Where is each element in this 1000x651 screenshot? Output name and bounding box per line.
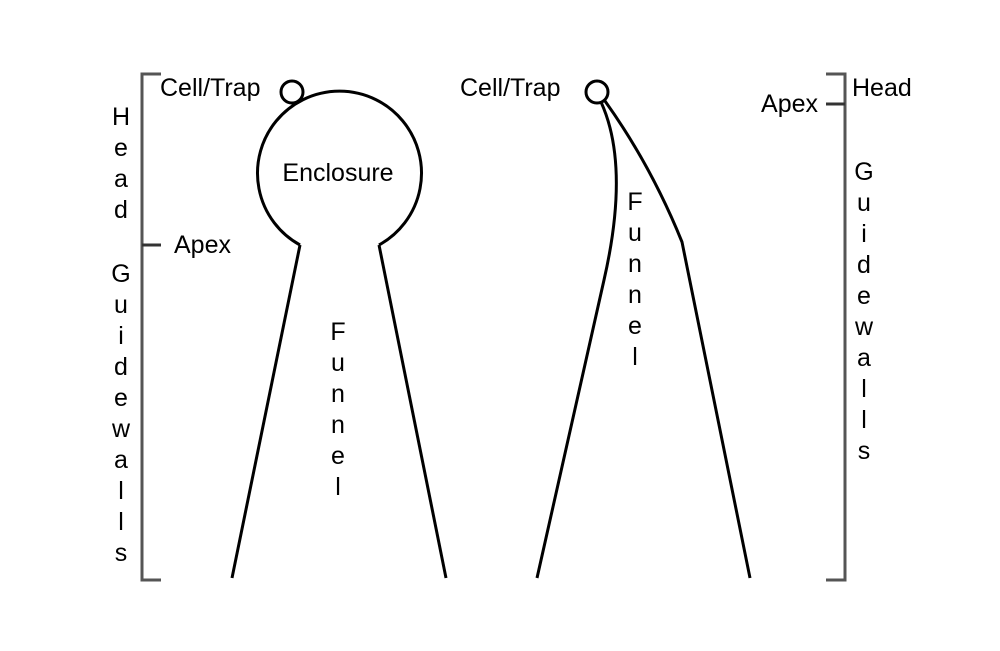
right-cell-trap-circle xyxy=(584,79,610,105)
vertical-letter: l xyxy=(861,406,867,434)
right-bracket xyxy=(826,72,847,582)
vertical-letter: n xyxy=(331,380,345,408)
left-enclosure-label: Enclosure xyxy=(282,159,393,187)
left-cell-trap-circle xyxy=(279,79,305,105)
right-apex-label: Apex xyxy=(761,90,818,118)
left-bracket xyxy=(140,72,161,582)
right-funnel-wall-left xyxy=(535,101,618,579)
vertical-letter: l xyxy=(861,375,867,403)
right-cell-trap-label: Cell/Trap xyxy=(460,74,561,102)
vertical-letter: l xyxy=(118,508,124,536)
right-funnel-wall-right xyxy=(603,100,752,579)
vertical-letter: w xyxy=(854,313,874,341)
vertical-letter: s xyxy=(858,437,871,465)
vertical-letter: l xyxy=(335,473,341,501)
left-enclosure-outline xyxy=(256,89,423,247)
left-funnel-wall-right xyxy=(377,244,448,579)
left-funnel-wall-left xyxy=(230,244,302,579)
vertical-letter: a xyxy=(114,446,128,474)
vertical-letter: e xyxy=(114,384,128,412)
left-cell-trap-label: Cell/Trap xyxy=(160,74,261,102)
vertical-letter: u xyxy=(331,349,345,377)
vertical-letter: u xyxy=(114,291,128,319)
vertical-letter: l xyxy=(632,343,638,371)
vertical-letter: s xyxy=(115,539,128,567)
vertical-letter: n xyxy=(628,281,642,309)
vertical-letter: n xyxy=(331,411,345,439)
vertical-letter: i xyxy=(118,322,124,350)
vertical-letter: d xyxy=(114,353,128,381)
vertical-letter: a xyxy=(114,165,128,193)
vertical-letter: e xyxy=(628,312,642,340)
vertical-letter: G xyxy=(111,260,130,288)
vertical-letter: e xyxy=(331,442,345,470)
vertical-letter: F xyxy=(330,318,345,346)
vertical-letter: d xyxy=(114,196,128,224)
left-apex-label: Apex xyxy=(174,231,231,259)
vertical-letter: F xyxy=(627,188,642,216)
vertical-letter: d xyxy=(857,251,871,279)
vertical-letter: e xyxy=(114,134,128,162)
right-head-label: Head xyxy=(852,74,912,102)
vertical-letter: n xyxy=(628,250,642,278)
vertical-letter: G xyxy=(854,158,873,186)
vertical-letter: H xyxy=(112,103,130,131)
vertical-letter: l xyxy=(118,477,124,505)
vertical-letter: e xyxy=(857,282,871,310)
vertical-letter: a xyxy=(857,344,871,372)
vertical-letter: i xyxy=(861,220,867,248)
vertical-letter: u xyxy=(857,189,871,217)
vertical-letter: u xyxy=(628,219,642,247)
vertical-letter: w xyxy=(111,415,131,443)
